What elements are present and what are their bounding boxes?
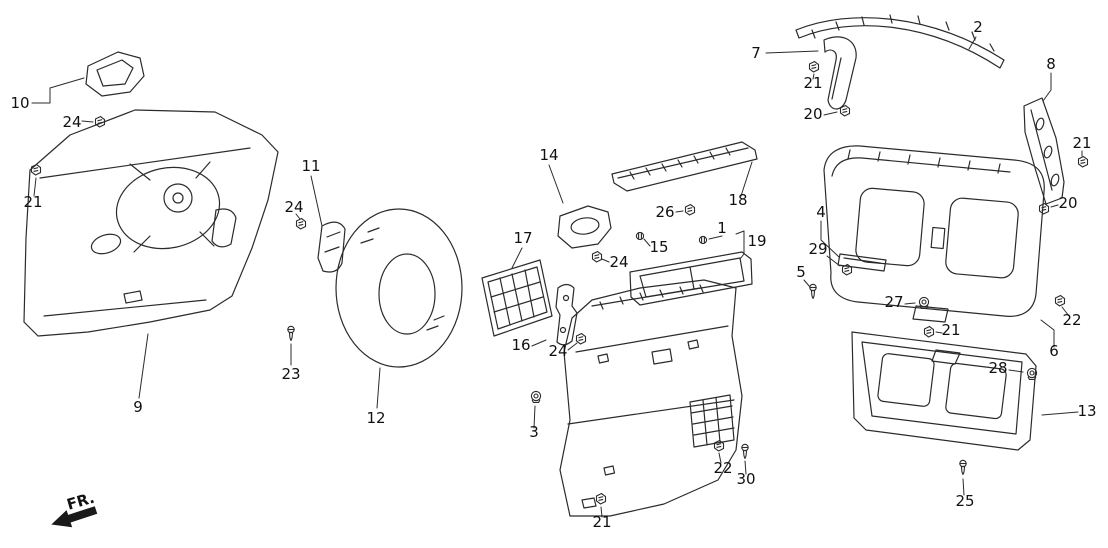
- grommet-icon: [530, 390, 542, 403]
- callout-8: 8: [1046, 55, 1056, 73]
- callout-24d: 24: [609, 253, 628, 271]
- roof-side-garnish: [795, 14, 1005, 69]
- callout-17: 17: [513, 229, 532, 247]
- screw-icon: [809, 283, 817, 299]
- callout-21b: 21: [592, 513, 611, 531]
- callout-26: 26: [655, 203, 674, 221]
- tailgate-lower-lining: [851, 331, 1037, 451]
- speaker-grille: [481, 259, 553, 337]
- clip-icon: [923, 325, 935, 338]
- tailgate-pull-handle: [837, 253, 887, 272]
- rear-shelf-garnish: [611, 141, 758, 192]
- tailgate-upper-lining: [823, 145, 1045, 323]
- callout-21d: 21: [1072, 134, 1091, 152]
- callout-20b: 20: [1058, 194, 1077, 212]
- callout-14: 14: [539, 146, 558, 164]
- callout-23: 23: [281, 365, 300, 383]
- callout-30: 30: [736, 470, 755, 488]
- callout-16: 16: [511, 336, 530, 354]
- clip-icon: [30, 163, 42, 176]
- storage-tray: [629, 251, 753, 306]
- stud-icon: [698, 235, 708, 245]
- screw-icon: [959, 459, 967, 475]
- clip-icon: [808, 60, 820, 73]
- callout-24a: 24: [62, 113, 81, 131]
- clip-icon: [575, 332, 587, 345]
- callout-22b: 22: [1062, 311, 1081, 329]
- callout-21a: 21: [23, 193, 42, 211]
- callout-29: 29: [808, 240, 827, 258]
- callout-labels: 10 24 21 11 24 23 9 12 17 16 24 14 24 15…: [10, 18, 1096, 531]
- callout-24c: 24: [548, 342, 567, 360]
- quarter-panel-lining: [23, 109, 279, 337]
- fr-direction-arrow: [51, 506, 98, 528]
- callout-10: 10: [10, 94, 29, 112]
- fasteners: [30, 60, 1089, 505]
- clip-icon: [1038, 202, 1050, 215]
- callout-24b: 24: [284, 198, 303, 216]
- callout-9: 9: [133, 398, 143, 416]
- clip-icon: [591, 250, 603, 263]
- callout-25: 25: [955, 492, 974, 510]
- callout-13: 13: [1077, 402, 1096, 420]
- callout-21e: 21: [941, 321, 960, 339]
- callout-11: 11: [301, 157, 320, 175]
- leader-lines: [31, 36, 1083, 518]
- callout-12: 12: [366, 409, 385, 427]
- callout-27: 27: [884, 293, 903, 311]
- callout-28: 28: [988, 359, 1007, 377]
- callout-15: 15: [649, 238, 668, 256]
- clip-icon: [1077, 155, 1089, 168]
- screw-icon: [287, 325, 295, 341]
- rear-pocket-trim: [557, 205, 612, 249]
- clip-icon: [839, 104, 851, 117]
- callout-4: 4: [816, 203, 826, 221]
- rear-side-lining: [559, 279, 743, 517]
- callout-5: 5: [796, 263, 806, 281]
- callout-1: 1: [717, 219, 727, 237]
- callout-7: 7: [751, 44, 761, 62]
- clip-icon: [1054, 294, 1066, 307]
- grab-handle: [823, 36, 857, 110]
- corner-pocket-trim: [85, 51, 145, 97]
- callout-20a: 20: [803, 105, 822, 123]
- stud-icon: [635, 231, 645, 241]
- clip-icon: [684, 203, 696, 216]
- spare-tire-cover: [335, 208, 463, 368]
- side-bracket-trim: [555, 283, 578, 346]
- clip-icon: [295, 217, 307, 230]
- clip-icon: [595, 492, 607, 505]
- callout-18: 18: [728, 191, 747, 209]
- callout-22a: 22: [713, 459, 732, 477]
- callout-19: 19: [747, 232, 766, 250]
- grommet-icon: [918, 296, 930, 309]
- side-pad-trim: [317, 221, 346, 273]
- screw-icon: [741, 443, 749, 459]
- callout-21c: 21: [803, 74, 822, 92]
- pillar-garnish: [1023, 97, 1065, 205]
- callout-2: 2: [973, 18, 983, 36]
- callout-6: 6: [1049, 342, 1059, 360]
- callout-3: 3: [529, 423, 539, 441]
